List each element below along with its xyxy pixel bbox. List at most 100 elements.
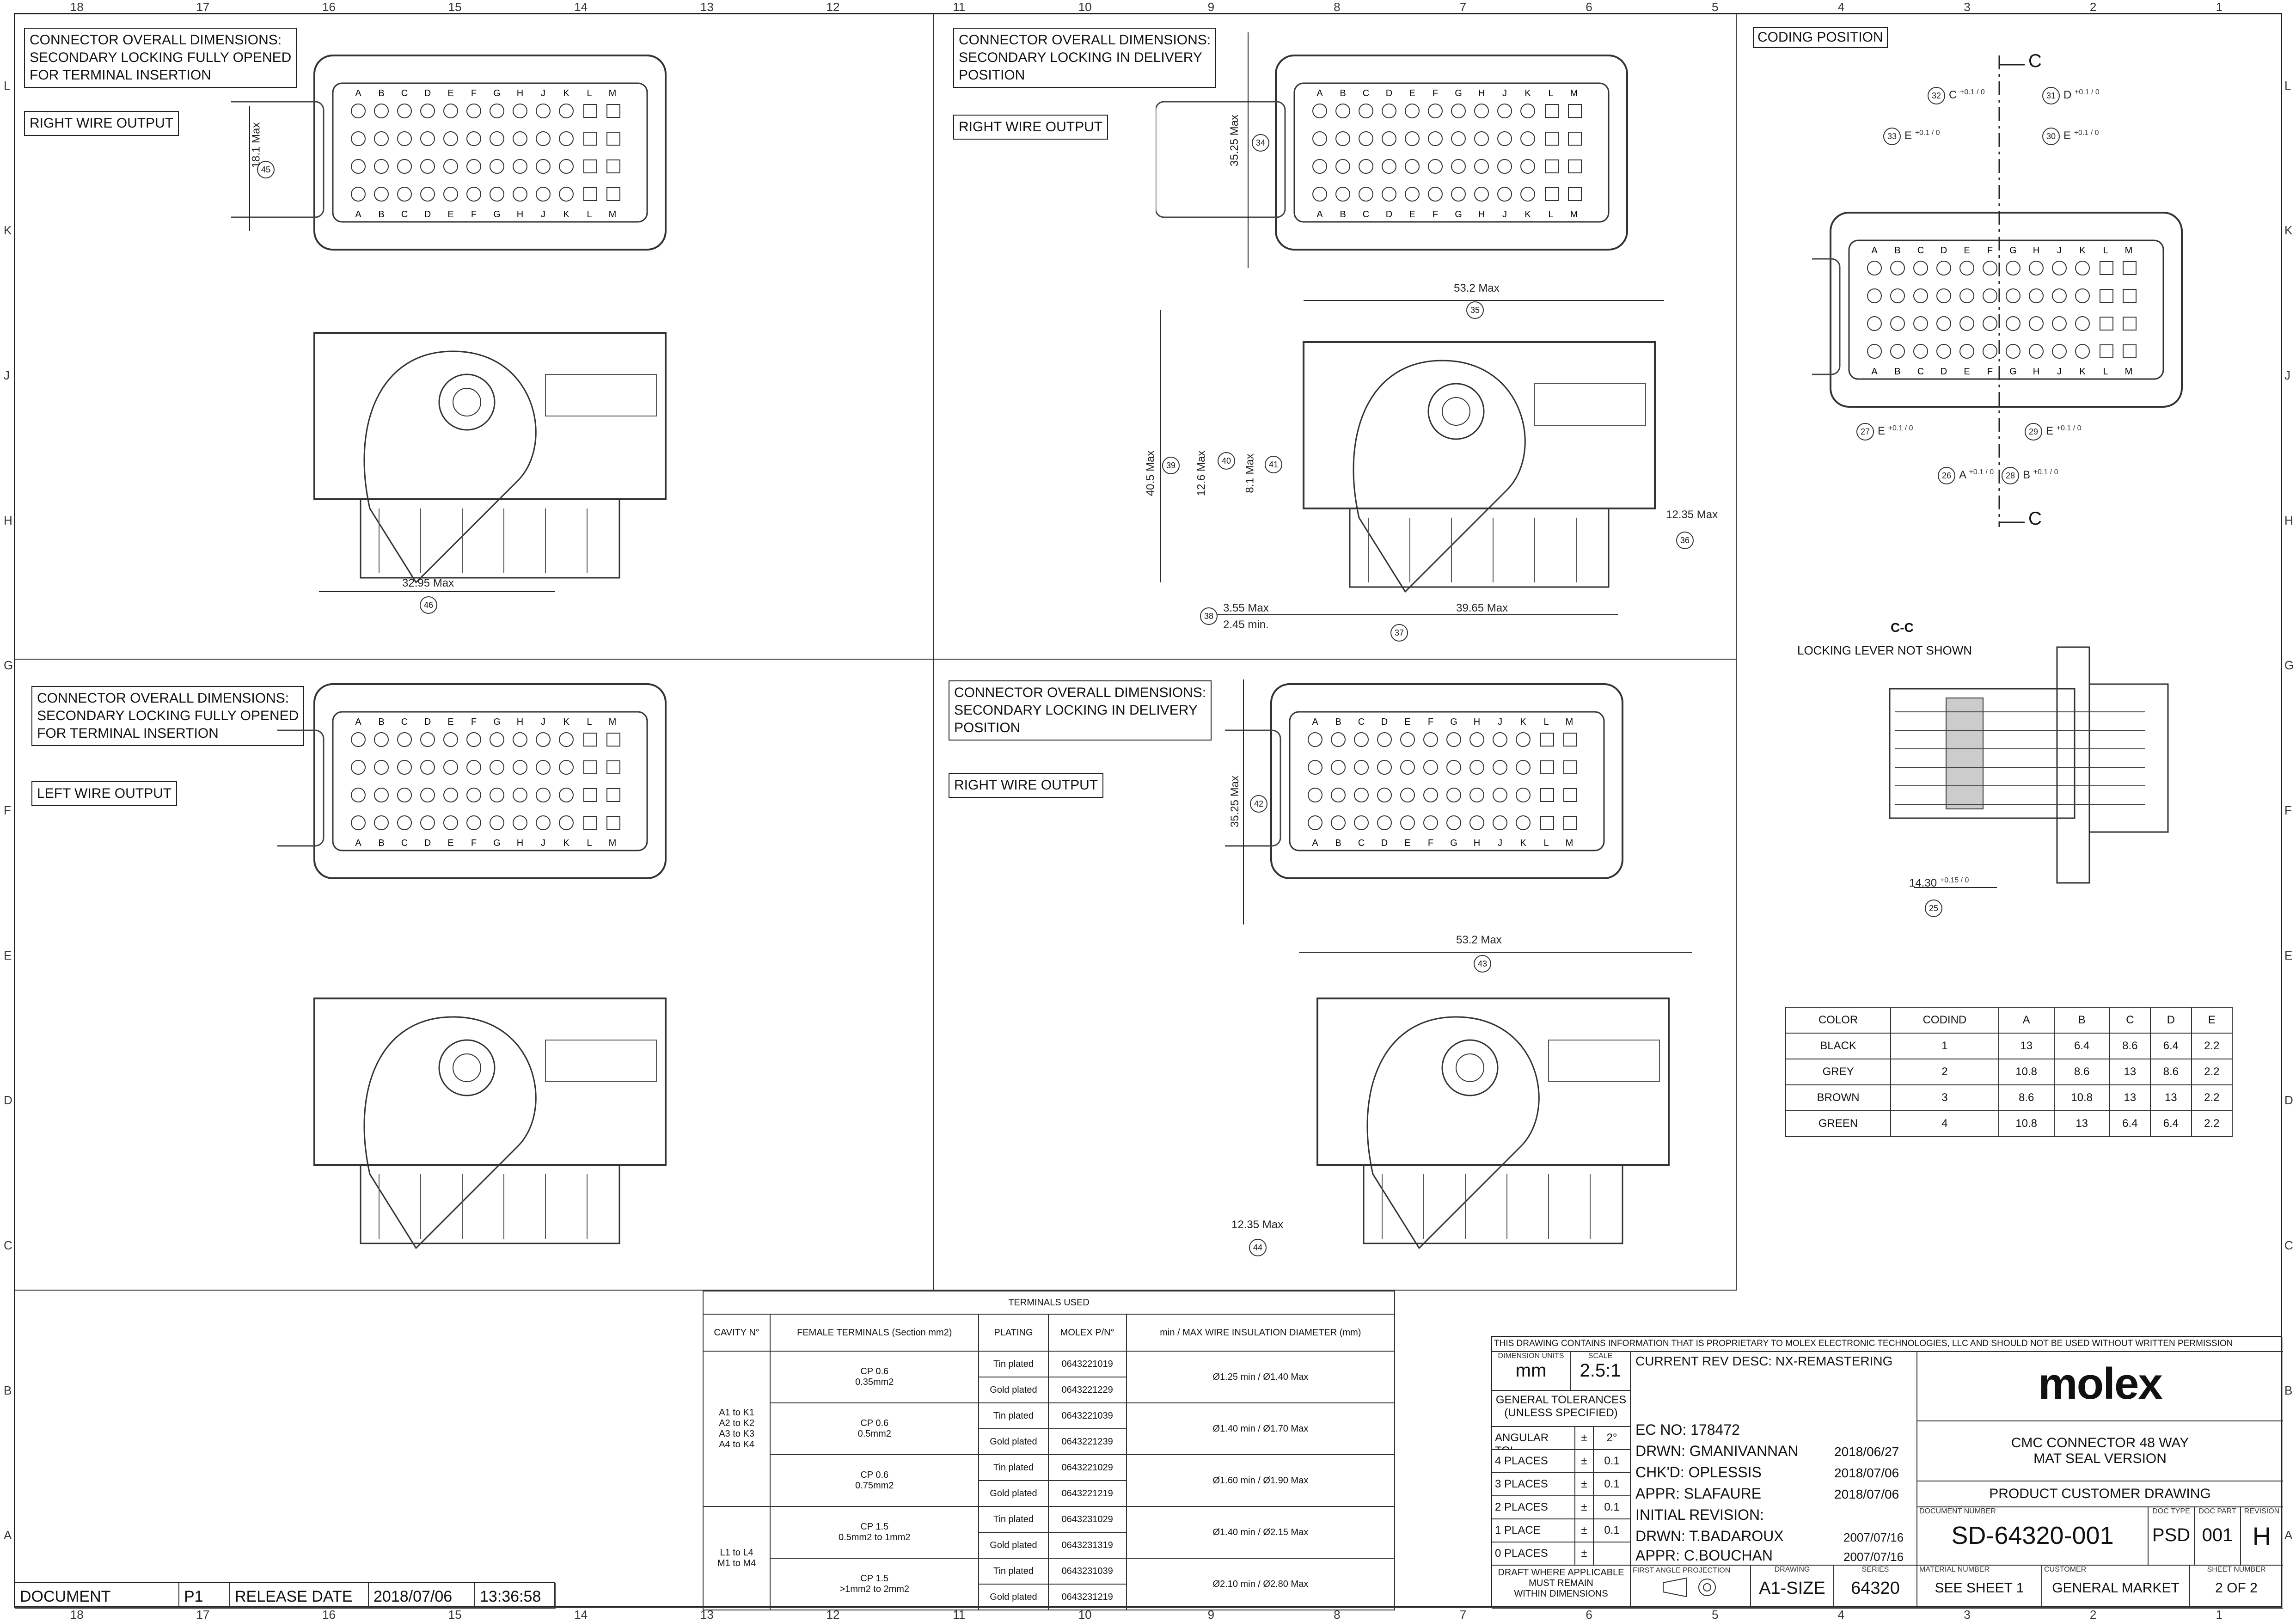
terminal-cavity (374, 104, 389, 118)
chkd-date: 2018/07/06 (1834, 1466, 1899, 1480)
terminal-cavity (513, 760, 527, 775)
dim-height-top-mid: 35.25 Max (1228, 114, 1241, 167)
cavity-letter: F (471, 209, 477, 220)
zone-row-label: K (4, 223, 12, 238)
terminal-cavity (583, 104, 597, 118)
dim-height-bottom-mid: 35.25 Max (1229, 775, 1242, 828)
cavity-letter: L (1548, 209, 1553, 220)
cavity-letter: C (401, 209, 408, 220)
tolerance-sign: ± (1575, 1450, 1593, 1473)
terminal-cavity (1493, 815, 1507, 830)
proprietary-notice: THIS DRAWING CONTAINS INFORMATION THAT I… (1492, 1337, 2283, 1352)
terminal-cavity (513, 732, 527, 747)
table-cell: 0643221239 (1047, 1428, 1127, 1455)
terminal-cavity (466, 760, 481, 775)
table-cell: 13 (2109, 1059, 2151, 1085)
terminal-cavity (513, 104, 527, 118)
cavity-letter: E (447, 88, 453, 98)
zone-column-label: 17 (196, 0, 210, 14)
balloon-35: 35 (1466, 301, 1484, 319)
zone-column-label: 9 (1207, 1608, 1215, 1622)
scale-label: SCALE (1588, 1352, 1613, 1360)
cavity-letter: F (471, 838, 477, 848)
dim-b-top-mid: 8.1 Max (1243, 453, 1256, 493)
terminal-cavity (1308, 788, 1322, 802)
table-cell: A1 to K1 A2 to K2 A3 to K3 A4 to K4 (702, 1351, 771, 1507)
customer-label: CUSTOMER (2044, 1566, 2087, 1573)
table-cell: Gold plated (978, 1480, 1049, 1507)
cavity-letter: G (493, 88, 501, 98)
terminal-cavity (466, 104, 481, 118)
tolerance-sign: ± (1575, 1473, 1593, 1496)
cavity-letter: J (541, 88, 545, 98)
doc-status-label: DOCUMENT STATUS (15, 1583, 179, 1609)
table-cell: CP 1.5 >1mm2 to 2mm2 (770, 1558, 980, 1610)
table-cell: 8.6 (2150, 1059, 2192, 1085)
terminal-cavity (1451, 104, 1466, 118)
zone-row-label: A (4, 1528, 12, 1542)
terminal-cavity (2100, 344, 2113, 358)
appr-row: APPR: SLAFAURE (1635, 1485, 1761, 1502)
zone-row-label: D (4, 1093, 12, 1108)
table-cell: Tin plated (978, 1351, 1049, 1377)
table-cell: PLATING (978, 1314, 1049, 1352)
table-cell: Gold plated (978, 1584, 1049, 1610)
terminal-cavity (1959, 344, 1974, 359)
cavity-letter: F (1987, 367, 1993, 377)
terminal-cavity (2029, 261, 2044, 275)
ec-label: EC NO: (1635, 1421, 1687, 1438)
cavity-letter: B (1894, 367, 1900, 377)
zone-row-label: G (4, 658, 13, 673)
tolerance-label: 0 PLACES (1492, 1542, 1575, 1565)
cavity-letter: H (1474, 838, 1480, 848)
terminal-cavity (466, 187, 481, 202)
view-title-bottom-mid: CONNECTOR OVERALL DIMENSIONS: SECONDARY … (949, 680, 1212, 741)
cavity-letter: J (541, 717, 545, 727)
wire-output-label-top-left: RIGHT WIRE OUTPUT (24, 111, 179, 136)
terminal-cavity (1469, 815, 1484, 830)
terminal-cavity (606, 788, 620, 802)
terminal-cavity (2029, 288, 2044, 303)
terminal-cavity (1400, 788, 1415, 802)
cavity-letter: C (401, 717, 408, 727)
zone-row-label: H (4, 513, 12, 527)
table-cell: 2.2 (2191, 1084, 2233, 1111)
zone-column-label: 14 (574, 1608, 588, 1622)
cavity-letter: J (1498, 717, 1502, 727)
terminal-cavity (2006, 316, 2020, 331)
cavity-letter: A (1316, 209, 1323, 220)
coding-dim-letter: E (2063, 129, 2074, 142)
terminal-cavity (1451, 187, 1466, 202)
terminal-cavity (583, 788, 597, 802)
appr-name: SLAFAURE (1684, 1485, 1762, 1502)
cavity-letter: H (1478, 88, 1485, 98)
terminal-cavity (443, 788, 458, 802)
i-drwn-name: T.BADAROUX (1689, 1528, 1784, 1544)
cavity-letter: E (1404, 838, 1410, 848)
cavity-letter: A (355, 838, 361, 848)
terminal-cavity (1516, 815, 1531, 830)
customer-value: GENERAL MARKET (2052, 1580, 2180, 1596)
title-block: THIS DRAWING CONTAINS INFORMATION THAT I… (1491, 1336, 2283, 1609)
dim-c-min-top-mid: 2.45 min. (1223, 618, 1269, 631)
balloon-44: 44 (1249, 1239, 1267, 1256)
cavity-letter: J (1502, 209, 1507, 220)
zone-column-label: 13 (700, 1608, 714, 1622)
release-date-label: RELEASE DATE (230, 1583, 368, 1609)
cavity-letter: A (355, 209, 361, 220)
table-cell: CAVITY N° (702, 1314, 771, 1352)
initial-label: INITIAL REVISION: (1635, 1506, 1764, 1523)
zone-column-label: 5 (1712, 1608, 1719, 1622)
cavity-letter: L (587, 209, 592, 220)
table-cell: Tin plated (978, 1402, 1049, 1429)
cavity-letter: G (2009, 245, 2017, 256)
terminal-cavity (583, 760, 597, 774)
release-time-value: 13:36:58 (475, 1583, 556, 1609)
terminal-cavity (513, 788, 527, 802)
cavity-letter: B (378, 838, 384, 848)
